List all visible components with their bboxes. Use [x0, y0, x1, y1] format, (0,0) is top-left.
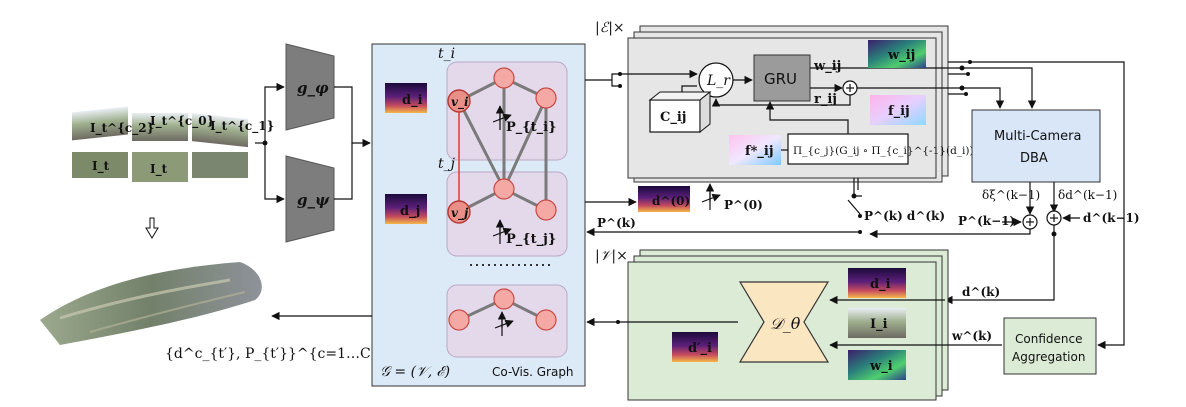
C-ij-label: C_ij [660, 110, 687, 125]
camera-image [72, 152, 128, 178]
encoder-g-phi [285, 43, 335, 131]
graph-node [535, 199, 557, 221]
gru-label: GRU [764, 70, 797, 88]
confidence-image-w-ij [868, 40, 926, 68]
depth-image-d-i-vertex [848, 268, 906, 298]
t-i-label: t_i [438, 46, 455, 62]
d-k-label: d^(k) [962, 285, 1000, 299]
feature-image-f-ij [870, 95, 926, 125]
graph-node-v-i [447, 89, 471, 113]
graph-formula: 𝒢 = (𝒱, ℰ) [380, 364, 450, 380]
graph-node [493, 67, 515, 89]
pose-axis-icon [701, 183, 721, 210]
point-cloud [40, 262, 262, 345]
d0-label: d^(0) [652, 194, 690, 208]
vertex-multiplier: |𝒱|× [595, 248, 628, 264]
w-ij-img-label: w_ij [887, 48, 915, 63]
graph-caption: Co-Vis. Graph [492, 365, 574, 379]
graph-node [493, 288, 515, 310]
decoder-D-theta [738, 281, 830, 363]
Pk-dk-label: P^(k) d^(k) [864, 209, 945, 223]
confidence-aggregation-block [1003, 317, 1097, 375]
depth-image-d-i [385, 83, 427, 113]
d-prime-label: d′_i [688, 341, 712, 356]
camera-image-I-i [848, 308, 906, 338]
decoder-label: 𝒟_θ [770, 314, 801, 333]
pose-axis-icon [494, 311, 514, 336]
P-ti-label: P_{t_i} [506, 120, 556, 135]
pose-axis-icon [492, 105, 512, 130]
P-prev-label: P^(k−1) [958, 214, 1015, 228]
projection-label: Π_{c_j}(G_ij ∘ Π_{c_i}^{-1}(d_i)) [793, 145, 974, 157]
vertex-I-img-label: I_i [870, 317, 888, 332]
frame-t-j [446, 171, 568, 257]
cam-label: I_t^{c_0} [150, 114, 214, 129]
depth-image-d0 [638, 186, 690, 212]
encoder-g-psi-label: g_ψ [297, 191, 330, 209]
switch [847, 199, 861, 215]
d-prev-label: d^(k−1) [1083, 211, 1140, 225]
cam-label: I_t [150, 162, 168, 177]
Pk-label: P^(k) [597, 216, 636, 230]
correlation-C-ij [649, 99, 701, 133]
v-i-label: v_i [451, 95, 469, 110]
edge-multiplier: |ℰ|× [595, 20, 625, 36]
delta-xi-label: δξ^(k−1) [982, 188, 1040, 202]
depth-image-d-j [385, 194, 427, 224]
confidence-image-w-i [848, 350, 906, 380]
gru-block [753, 54, 811, 102]
feature-image-f-star [729, 135, 781, 165]
dba-subtitle: DBA [1020, 151, 1048, 166]
cam-label: I_t [92, 159, 110, 174]
confidence-line2: Aggregation [1012, 350, 1085, 364]
graph-node [448, 309, 470, 331]
vertex-d-img-label: d_i [870, 277, 891, 292]
encoder-g-psi [285, 155, 335, 243]
depth-image-d-prime [672, 332, 718, 362]
graph-node [493, 178, 515, 200]
f-star-label: f*_ij [745, 144, 774, 159]
w-k-label: w^(k) [951, 329, 992, 343]
f-ij-label: f_ij [888, 104, 910, 119]
cam-label: I_t^{c_1} [210, 119, 274, 134]
confidence-line1: Confidence [1015, 332, 1082, 346]
pose-axis-icon [492, 219, 512, 244]
dba-title: Multi-Camera [994, 129, 1081, 144]
camera-images: I_t^{c_2} I_t^{c_0} I_t^{c_1} I_t I_t [72, 106, 274, 182]
P-tj-label: P_{t_j} [506, 232, 556, 247]
P0-label: P^(0) [724, 198, 763, 212]
encoder-g-phi-label: g_φ [297, 79, 329, 97]
camera-image [132, 152, 188, 182]
projection-box [787, 133, 909, 165]
camera-image [72, 106, 128, 141]
delta-d-label: δd^(k−1) [1058, 188, 1117, 202]
dba-block [971, 109, 1101, 183]
vertex-w-img-label: w_i [869, 359, 893, 374]
t-j-label: t_j [438, 156, 456, 172]
w-ij-label: w_ij [813, 59, 841, 74]
camera-image [192, 113, 248, 148]
cam-label: I_t^{c_2} [90, 121, 154, 136]
r-ij-label: r_ij [814, 92, 837, 107]
camera-image [192, 152, 248, 178]
camera-image [132, 113, 188, 141]
graph-node [535, 309, 557, 331]
graph-node-v-j [447, 200, 471, 224]
d-i-label: d_i [402, 93, 423, 108]
L-r-label: L_r [706, 73, 731, 89]
down-arrow-icon [145, 217, 159, 239]
v-j-label: v_j [451, 206, 469, 221]
d-j-label: d_j [400, 204, 420, 219]
graph-node [535, 87, 557, 109]
